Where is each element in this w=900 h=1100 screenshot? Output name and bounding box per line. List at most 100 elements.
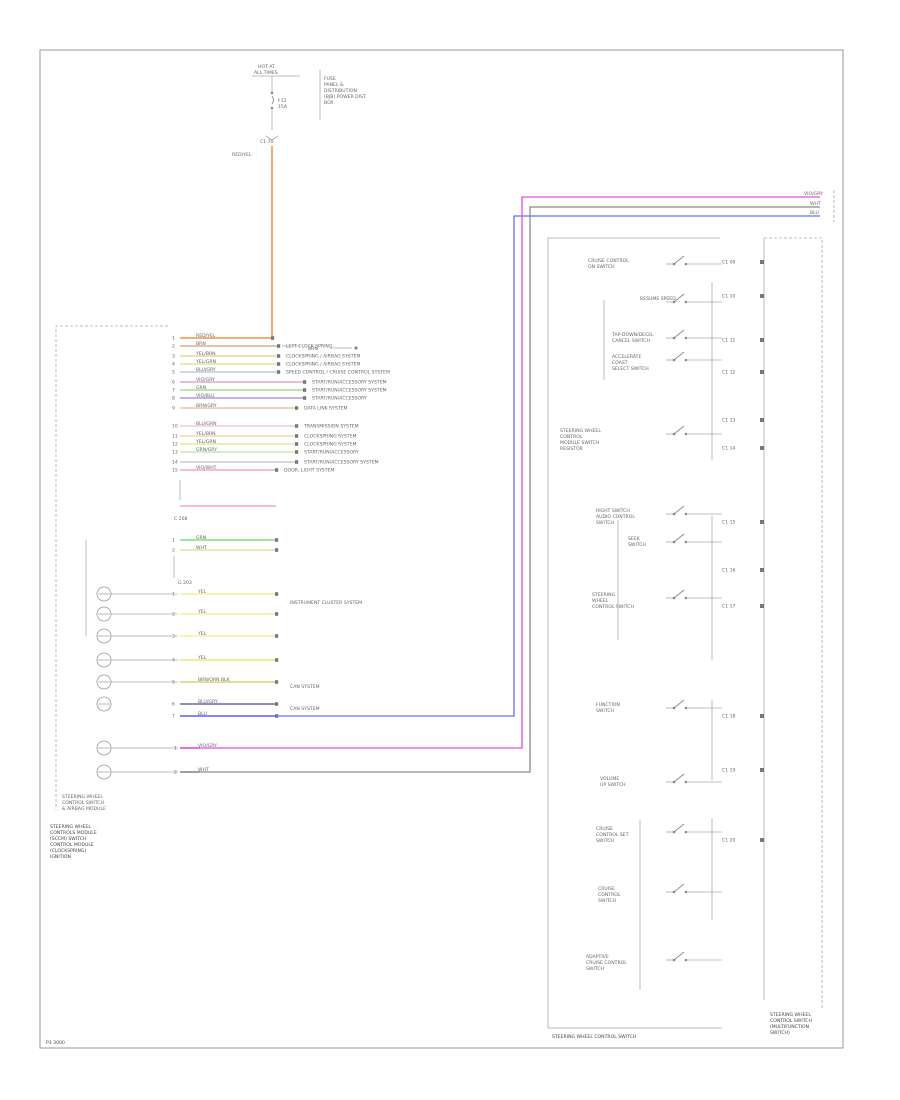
- switch-pivot: [672, 958, 676, 962]
- clockspring-wire-color: BRN: [308, 346, 318, 352]
- switch-pivot: [672, 512, 676, 516]
- switch-label-4: ACCELERATE: [612, 354, 641, 360]
- left-wire-dest: CLOCKSPRING SYSTEM: [304, 442, 356, 448]
- left-wire-color: VIO/BLU: [196, 393, 215, 399]
- left-module-label-2: CONTROL SWITCH: [62, 800, 104, 806]
- switch-label-13: SWITCH: [586, 966, 604, 972]
- right-module-caption2-3: (MULTIFUNCTION: [770, 1024, 809, 1030]
- yellow-wire-color: BLU: [198, 711, 207, 717]
- right-connector-terminal: [760, 370, 764, 374]
- right-connector-label: C1 11: [722, 338, 736, 344]
- yellow-terminal: [275, 680, 279, 684]
- yellow-terminal: [275, 658, 279, 662]
- right-connector-label: C1 10: [722, 294, 736, 300]
- right-connector-terminal: [760, 520, 764, 524]
- left-wire-pin: 15: [172, 468, 178, 474]
- right-connector-label: C1 09: [722, 260, 736, 266]
- left-wire-dest: CLOCKSPRING / AIRBAG SYSTEM: [286, 354, 360, 360]
- switch-label-11: SWITCH: [596, 838, 614, 844]
- yellow-dest-1: INSTRUMENT CLUSTER SYSTEM: [290, 600, 362, 606]
- left-wire-pin: 12: [172, 442, 178, 448]
- left-wire-dest: START/RUN/ACCESSORY SYSTEM: [312, 380, 387, 386]
- switch-contact-icon: [673, 823, 685, 833]
- switch-label-9: SWITCH: [596, 708, 614, 714]
- switch-label-8: STEERING: [592, 592, 616, 598]
- yellow-wire-pin: 6: [172, 702, 175, 708]
- yellow-terminal: [275, 702, 279, 706]
- switch-label-10: VOLUME: [600, 776, 619, 782]
- left-caption-6: IGNITION: [50, 854, 71, 860]
- ground-terminal: [275, 538, 279, 542]
- yellow-wire-color: YEL: [197, 631, 207, 637]
- yellow-wire-pin: 7: [172, 714, 175, 720]
- right-connector-label: C1 14: [722, 446, 736, 452]
- left-connector-label: C 208: [174, 516, 188, 522]
- left-wire-dest: START/RUN/ACCESSORY: [312, 396, 367, 402]
- left-wire-terminal: [295, 434, 299, 438]
- left-wire-pin: 3: [172, 354, 175, 360]
- switch-label-7: SEEK: [628, 536, 641, 542]
- right-connector-terminal: [760, 714, 764, 718]
- left-wire-pin: 1: [172, 336, 175, 342]
- left-wire-color: VIO/GRY: [196, 377, 215, 383]
- left-wire-terminal: [303, 396, 307, 400]
- left-wire-pin: 7: [172, 388, 175, 394]
- bottom-wire-color: VIO/GRY: [198, 743, 217, 749]
- switch-contact-icon: [673, 351, 685, 361]
- left-wire-terminal: [277, 344, 281, 348]
- left-wire-terminal: [275, 468, 279, 472]
- left-wire-pin: 4: [172, 362, 175, 368]
- right-connector-label: C1 15: [722, 520, 736, 526]
- switch-pivot: [672, 830, 676, 834]
- switch-contact-icon: [673, 773, 685, 783]
- yellow-wire-color: BRN/ORN BLK: [198, 677, 231, 683]
- fuse-block-line-5: BOX: [324, 100, 334, 106]
- clockspring-node: [354, 346, 358, 350]
- yellow-wire-pin: 5: [172, 680, 175, 686]
- switch-pivot: [672, 300, 676, 304]
- bottom-wire-pin: 1: [174, 746, 177, 752]
- switch-contact-icon: [673, 505, 685, 515]
- switch-label-11: CRUISE: [596, 826, 613, 832]
- switch-label-12: CONTROL: [598, 892, 621, 898]
- right-connector-terminal: [760, 260, 764, 264]
- right-connector-terminal: [760, 604, 764, 608]
- switch-label-10: UP SWITCH: [600, 782, 626, 788]
- fuse-rating: 15A: [278, 104, 288, 110]
- left-wire-pin: 13: [172, 450, 178, 456]
- right-header-label-1: VIO/GRY: [804, 191, 823, 197]
- power-label-2: ALL TIMES: [254, 70, 278, 76]
- switch-label-6: SWITCH: [596, 520, 614, 526]
- switch-label-6: RIGHT SWITCH: [596, 508, 630, 514]
- ground-wire-pin: 2: [172, 548, 175, 554]
- switch-pivot: [672, 596, 676, 600]
- switch-contact-icon: [673, 425, 685, 435]
- left-wire-color: VIO/WHT: [196, 465, 217, 471]
- switch-label-12: CRUISE: [598, 886, 615, 892]
- right-header-labels: VIO/GRY WHT BLU: [804, 190, 835, 222]
- right-connector-label: C1 16: [722, 568, 736, 574]
- switch-label-9: FUNCTION: [596, 702, 620, 708]
- right-connector-terminal: [760, 568, 764, 572]
- yellow-wire-pin: 1: [172, 592, 175, 598]
- left-wire-terminal: [277, 370, 281, 374]
- left-wire-pin: 6: [172, 380, 175, 386]
- yellow-terminal: [275, 634, 279, 638]
- switch-contact-icon: [673, 533, 685, 543]
- left-wire-terminal: [295, 406, 299, 410]
- right-connector-terminal: [760, 294, 764, 298]
- yellow-dest-2: CAN SYSTEM: [290, 684, 320, 690]
- left-wire-color: RED/YEL: [196, 333, 216, 339]
- left-wire-color: YEL/BRN: [195, 351, 216, 357]
- connector-chevron-icon: [265, 135, 279, 141]
- power-wire-color: RED/YEL: [232, 152, 252, 158]
- left-wire-color: YEL/GRN: [195, 439, 216, 445]
- switch-pivot: [672, 706, 676, 710]
- left-wire-color: BRN: [196, 341, 206, 347]
- switch-contact-icon: [673, 255, 685, 265]
- left-wire-dest: START/RUN/ACCESSORY SYSTEM: [312, 388, 387, 394]
- connector-plug-icon: [96, 696, 112, 712]
- white-interconnect-wire: [180, 206, 820, 773]
- left-caption-1: STEERING WHEEL: [50, 824, 91, 830]
